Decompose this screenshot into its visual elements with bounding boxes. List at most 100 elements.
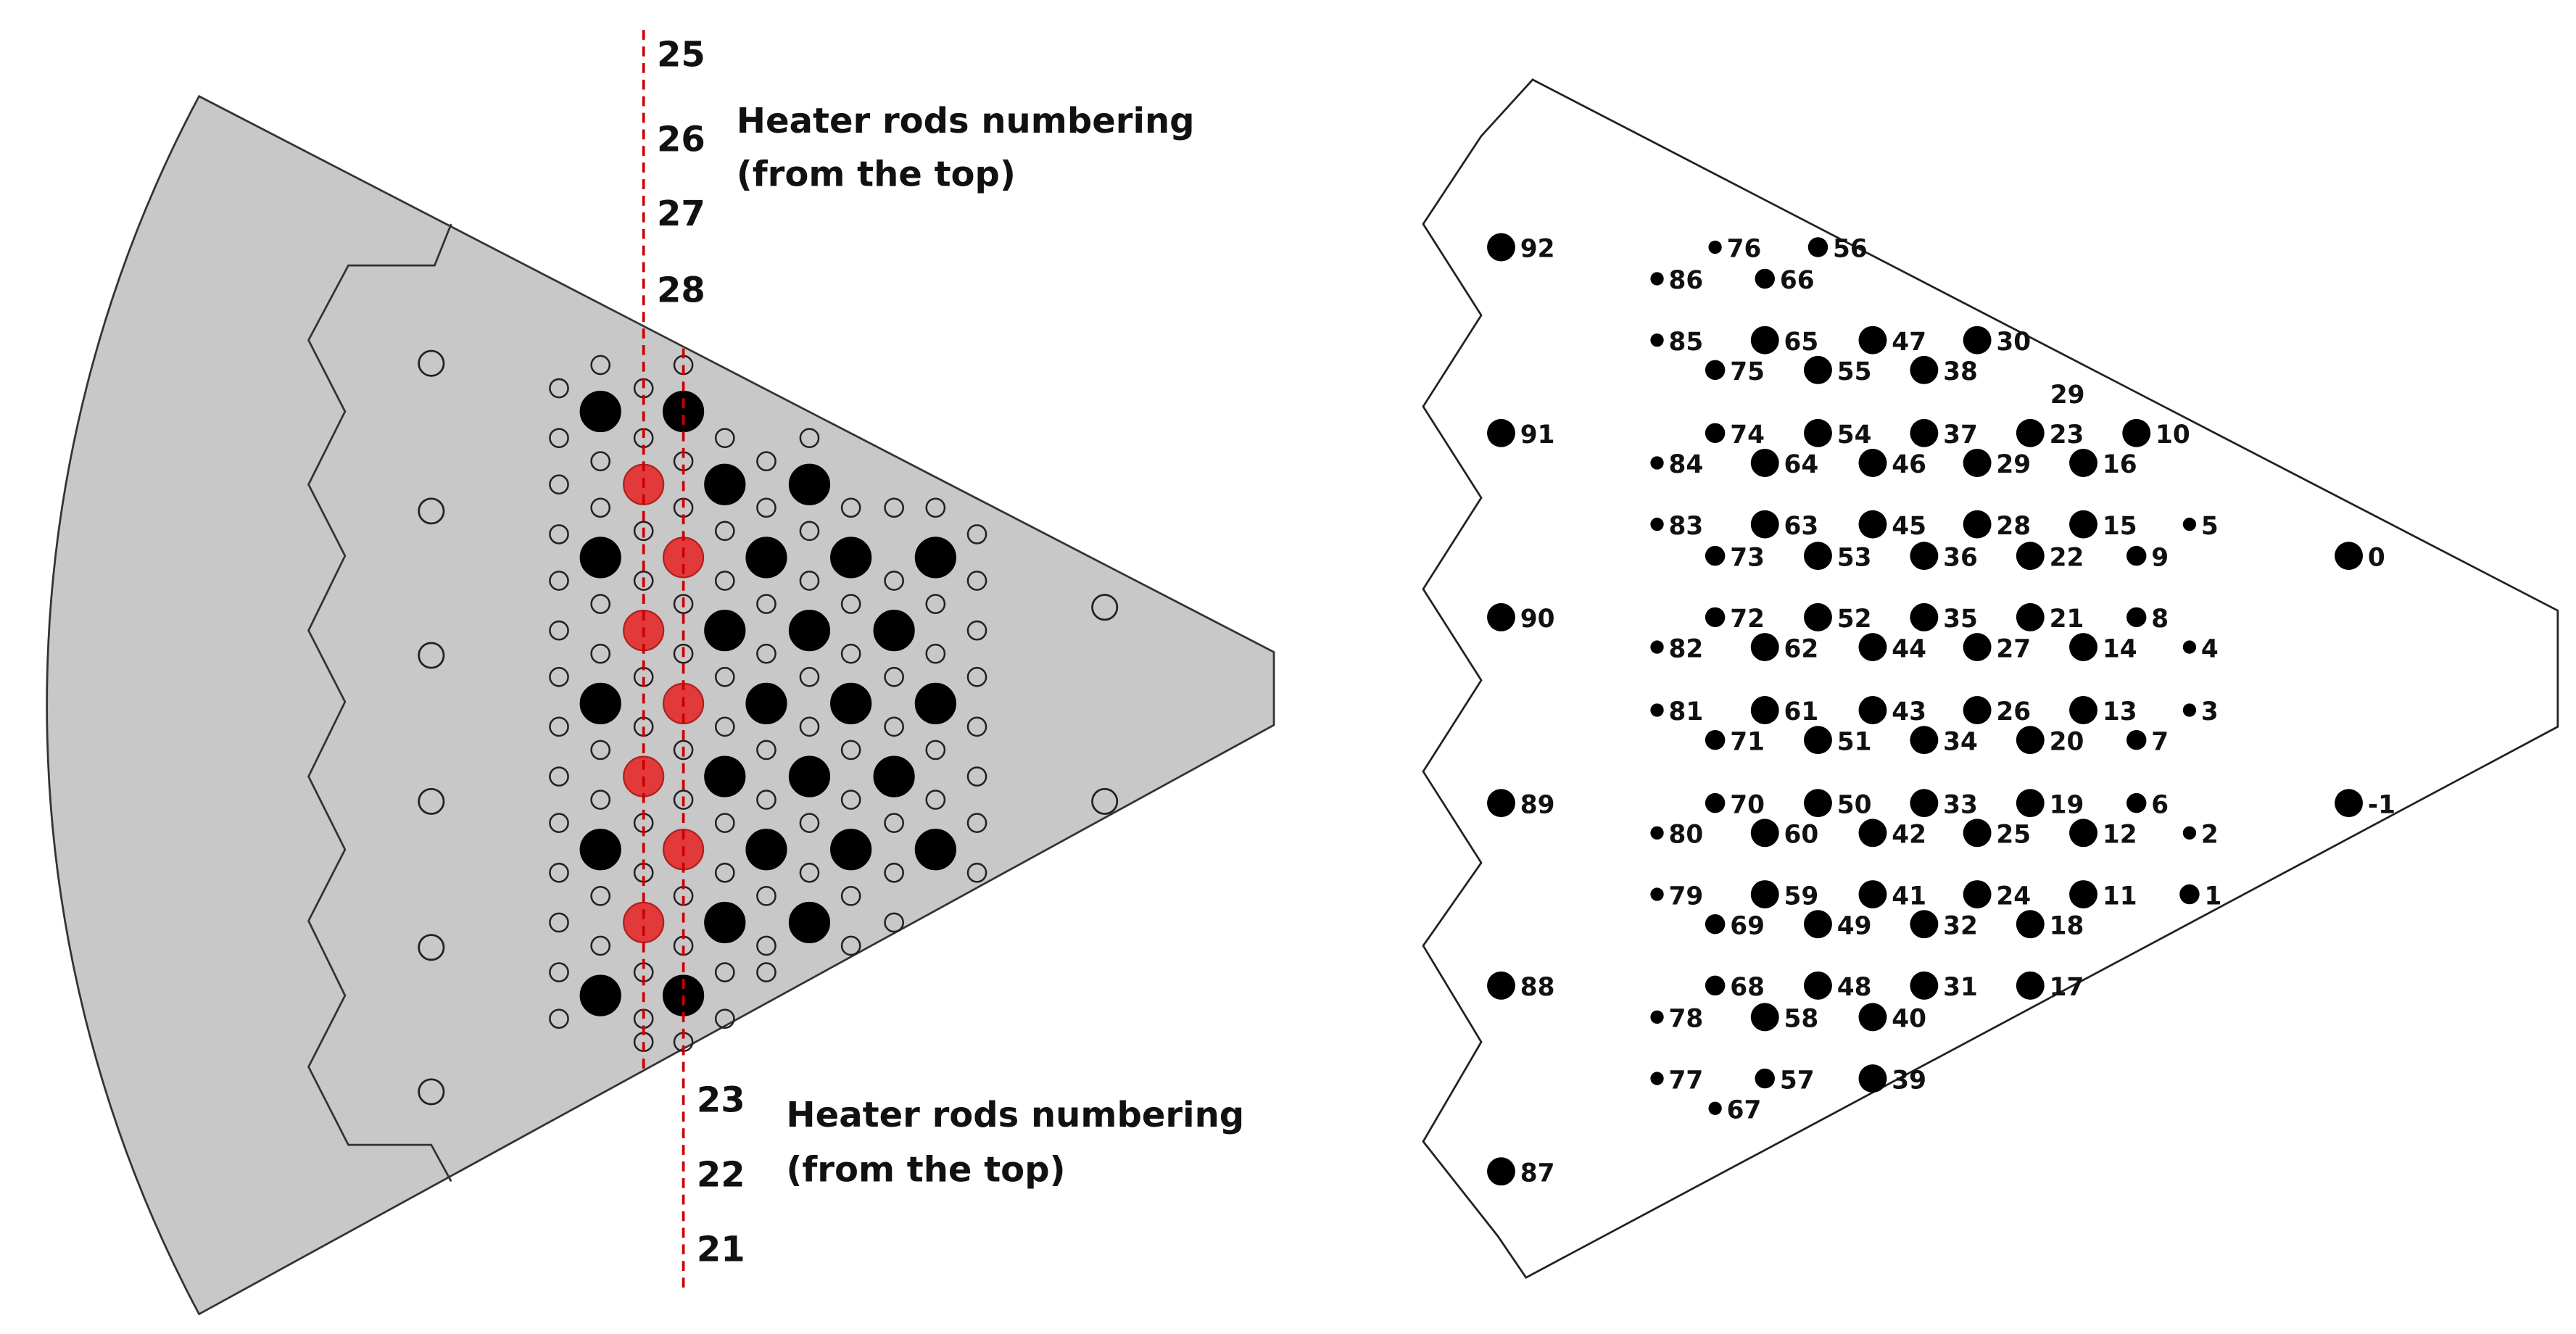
rod-dot [2016,542,2045,571]
small-rod [840,497,861,518]
rod-13: 13 [2069,696,2137,726]
rod-31: 31 [1910,971,1978,1002]
top-number: 28 [657,270,705,311]
rod-dot [1804,418,1832,447]
small-rod [549,912,569,933]
rod-number: 48 [1837,973,1872,1002]
rod-number: 30 [1996,328,2031,357]
rod-86: 86 [1650,266,1703,295]
fuel-rod [873,610,915,652]
rod-dot [1804,910,1832,939]
rod-number: 81 [1669,697,1704,726]
rod-dot [1705,729,1726,750]
rod-number: 37 [1943,420,1978,450]
fuel-rod [788,463,831,505]
rod-48: 48 [1804,971,1872,1002]
small-rod [756,497,776,518]
small-rod [884,497,904,518]
small-rod [756,740,776,761]
rod-dot [1858,880,1887,908]
rod-dot [2335,789,2364,818]
rod-number: 27 [1996,634,2031,663]
fuel-rod [704,463,746,505]
small-rod [549,962,569,982]
small-rod [590,740,611,761]
rod-92: 92 [1487,233,1555,264]
rod-number: 52 [1837,605,1872,634]
small-rod [549,1008,569,1030]
rod-number: 47 [1892,328,1926,357]
rod-8: 8 [2126,605,2169,634]
rod-number: 6 [2151,790,2169,819]
rod-dot [2182,640,2197,654]
rod-11: 11 [2069,880,2137,911]
rod-dot [1650,456,1664,470]
small-rod [633,521,654,542]
small-rod [549,766,569,787]
rod-51: 51 [1804,726,1872,756]
rod-number: 41 [1892,882,1926,911]
fuel-rod [873,755,915,798]
rod-number: 79 [1669,882,1704,911]
left-sector-panel: 25 26 27 28 Heater rods numbering (from … [46,30,1275,1316]
rod-37: 37 [1910,418,1978,450]
bottom-number: 21 [697,1229,745,1269]
rod-number: 46 [1892,450,1926,479]
rod-35: 35 [1910,602,1978,634]
rod-dot [1705,607,1726,628]
fuel-rod [914,682,956,724]
rod-dot [1487,1157,1515,1186]
rod-53: 53 [1804,542,1872,572]
small-rod [840,935,861,956]
rod-dot [2016,418,2045,447]
rod-66: 66 [1755,266,1815,295]
small-rod [756,790,776,810]
fuel-rod [830,682,872,724]
rod-17: 17 [2016,971,2084,1002]
rod-number: 61 [1784,697,1819,726]
rod-dot [1858,326,1887,355]
rod-number: 84 [1669,450,1704,479]
rod-34: 34 [1910,726,1978,756]
fuel-rod [788,610,831,652]
rod-dot [1963,819,1992,848]
fuel-rod [662,390,705,433]
rod-dot [2016,971,2045,1000]
rod-number: 21 [2050,605,2084,634]
rod-dot [1750,880,1779,908]
rod-number: 72 [1730,605,1765,634]
rod-number: 39 [1892,1066,1926,1095]
sector-shape [46,94,1275,1316]
rod-dot [1750,449,1779,477]
rod-number: 3 [2201,697,2219,726]
rod-71: 71 [1705,727,1765,756]
fuel-rod [704,610,746,652]
rod-20: 20 [2016,726,2084,756]
rod-number: 49 [1837,911,1872,940]
rod-dot [1963,880,1992,908]
rod-39: 39 [1858,1064,1926,1095]
rod-64: 64 [1750,449,1819,479]
rod-number: 26 [1996,697,2031,726]
rod-43: 43 [1858,696,1926,726]
rod-57: 57 [1755,1066,1815,1095]
rod-number: 8 [2151,605,2169,634]
rod-number: 40 [1892,1005,1926,1034]
rod-dot [1804,602,1832,631]
rod-70: 70 [1705,790,1765,819]
rod-number: 70 [1730,790,1765,819]
rod-1: 1 [2179,882,2221,911]
rod-dot [1755,268,1775,289]
rod-dot [1750,696,1779,724]
small-rod [756,451,776,472]
rod-dot [1650,826,1664,840]
rod-number: 64 [1784,450,1819,479]
rod-73: 73 [1705,543,1765,572]
rod-7: 7 [2126,727,2169,756]
small-rod [966,862,987,883]
rod-dot [1963,326,1992,355]
guide-tube [1091,594,1119,621]
small-rod [549,813,569,833]
